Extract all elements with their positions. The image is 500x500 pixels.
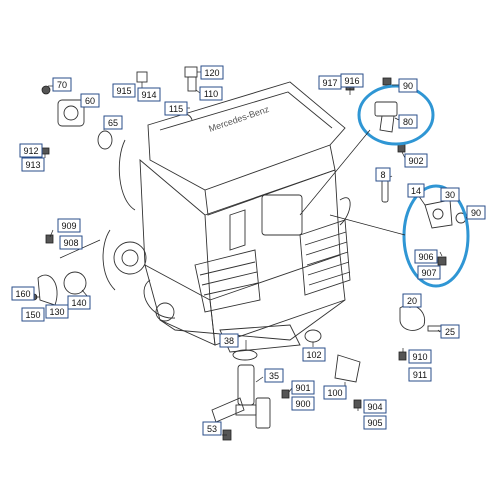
- svg-text:906: 906: [418, 252, 433, 262]
- svg-text:130: 130: [49, 307, 64, 317]
- callout-102: 102: [302, 347, 326, 362]
- highlight-knock-sensor: [402, 184, 470, 288]
- svg-text:916: 916: [344, 76, 359, 86]
- svg-text:913: 913: [25, 160, 40, 170]
- callout-labels: 70 60 65 912 913 915 914 120 110 115 917…: [11, 65, 486, 436]
- callout-80: 80: [398, 114, 418, 129]
- svg-text:60: 60: [85, 96, 95, 106]
- callout-90-right: 90: [466, 205, 486, 220]
- callout-35: 35: [264, 368, 284, 383]
- callout-130: 130: [45, 304, 69, 319]
- callout-911: 911: [408, 367, 432, 382]
- svg-text:914: 914: [141, 90, 156, 100]
- callout-30: 30: [440, 187, 460, 202]
- svg-text:110: 110: [204, 89, 218, 99]
- highlight-camshaft-sensor: [357, 84, 435, 146]
- svg-text:160: 160: [15, 289, 30, 299]
- callout-150: 150: [21, 307, 45, 322]
- callout-914: 914: [137, 87, 161, 102]
- callout-916: 916: [340, 73, 364, 88]
- callout-60: 60: [80, 93, 100, 108]
- callout-902: 902: [404, 153, 428, 168]
- svg-text:150: 150: [25, 310, 40, 320]
- svg-text:90: 90: [471, 208, 481, 218]
- svg-text:14: 14: [411, 186, 421, 196]
- svg-text:912: 912: [23, 146, 38, 156]
- svg-text:900: 900: [295, 399, 310, 409]
- svg-text:38: 38: [224, 336, 234, 346]
- callout-53: 53: [202, 421, 222, 436]
- engine-drawing: [102, 81, 351, 353]
- callout-160: 160: [11, 286, 35, 301]
- svg-text:80: 80: [403, 117, 413, 127]
- svg-text:907: 907: [421, 268, 436, 278]
- callout-901: 901: [291, 380, 315, 395]
- svg-text:20: 20: [407, 296, 417, 306]
- brand-text: Mercedes-Benz: [207, 104, 270, 134]
- svg-text:915: 915: [116, 86, 131, 96]
- callout-90-top: 90: [398, 78, 418, 93]
- callout-115: 115: [164, 101, 188, 116]
- svg-text:70: 70: [57, 80, 67, 90]
- svg-text:917: 917: [322, 78, 337, 88]
- callout-65: 65: [103, 115, 123, 130]
- highlight-circles: [357, 84, 470, 288]
- svg-text:30: 30: [445, 190, 455, 200]
- svg-text:140: 140: [71, 298, 86, 308]
- svg-text:909: 909: [61, 221, 76, 231]
- callout-905: 905: [363, 415, 387, 430]
- callout-20: 20: [402, 293, 422, 308]
- callout-915: 915: [112, 83, 136, 98]
- callout-140: 140: [67, 295, 91, 310]
- svg-text:901: 901: [295, 383, 310, 393]
- callout-120: 120: [200, 65, 224, 80]
- callout-917: 917: [318, 75, 342, 90]
- svg-text:911: 911: [413, 370, 427, 380]
- svg-text:902: 902: [408, 156, 423, 166]
- callout-38: 38: [219, 333, 239, 348]
- callout-8: 8: [375, 167, 391, 182]
- svg-text:35: 35: [269, 371, 279, 381]
- svg-text:904: 904: [367, 402, 382, 412]
- svg-text:120: 120: [204, 68, 219, 78]
- callout-900: 900: [291, 396, 315, 411]
- callout-912: 912: [19, 143, 43, 158]
- callout-904: 904: [363, 399, 387, 414]
- svg-text:53: 53: [207, 424, 217, 434]
- svg-text:905: 905: [367, 418, 382, 428]
- svg-text:102: 102: [306, 350, 321, 360]
- callout-110: 110: [199, 86, 223, 101]
- callout-100: 100: [323, 385, 347, 400]
- callout-70: 70: [52, 77, 72, 92]
- callout-913: 913: [21, 157, 45, 172]
- callout-908: 908: [59, 235, 83, 250]
- callout-910: 910: [408, 349, 432, 364]
- svg-text:908: 908: [63, 238, 78, 248]
- callout-907: 907: [417, 265, 441, 280]
- svg-text:65: 65: [108, 118, 118, 128]
- callout-14: 14: [407, 183, 425, 198]
- svg-text:90: 90: [403, 81, 413, 91]
- svg-text:8: 8: [380, 170, 385, 180]
- callout-25: 25: [440, 324, 460, 339]
- svg-text:25: 25: [445, 327, 455, 337]
- svg-text:115: 115: [169, 104, 183, 114]
- svg-text:910: 910: [412, 352, 427, 362]
- callout-906: 906: [414, 249, 438, 264]
- svg-text:100: 100: [327, 388, 342, 398]
- callout-909: 909: [57, 218, 81, 233]
